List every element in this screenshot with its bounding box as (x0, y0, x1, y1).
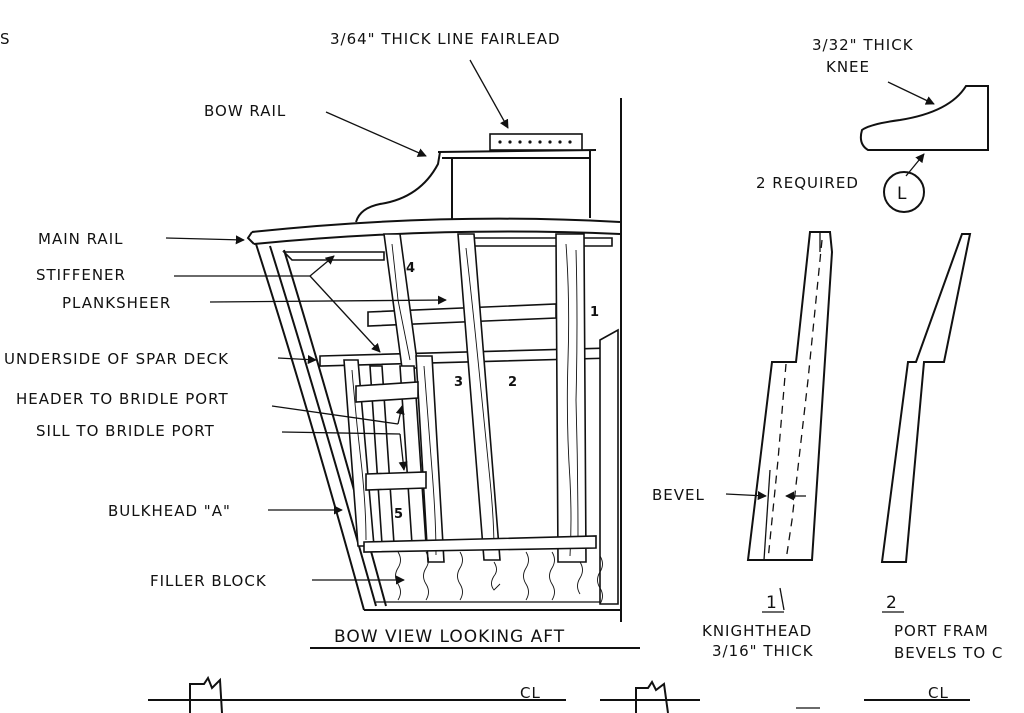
labels: S 3/64" THICK LINE FAIRLEAD BOW RAIL MAI… (0, 30, 1003, 702)
part1-thickness: 3/16" THICK (712, 642, 814, 660)
frame-3 (415, 355, 445, 563)
part1-number-underline-stub (779, 587, 785, 611)
part2-name: PORT FRAM (894, 622, 989, 640)
frame-number-5: 5 (394, 507, 403, 522)
frame-number-4: 4 (406, 261, 415, 276)
arrow-knee (887, 81, 935, 105)
arrow-spar-deck (277, 355, 317, 365)
main-rail-end (246, 231, 255, 245)
knighthead-dash-1 (785, 239, 823, 561)
label-two-required: 2 REQUIRED (756, 174, 859, 192)
frame-number-3: 3 (454, 375, 463, 390)
part1-number: 1 (766, 593, 778, 613)
label-filler-block: FILLER BLOCK (150, 572, 267, 590)
label-bow-rail: BOW RAIL (204, 102, 286, 120)
frame-2-grain (465, 247, 495, 551)
port-frame-outline (880, 233, 972, 563)
label-stiffener: STIFFENER (36, 266, 126, 284)
part2-note: BEVELS TO C (894, 644, 1003, 662)
part2-number: 2 (886, 593, 898, 613)
arrow-bevel-left (725, 491, 767, 501)
header-bridle-port (355, 381, 419, 403)
filler-blocks (395, 551, 603, 605)
label-header-bridle: HEADER TO BRIDLE PORT (16, 390, 229, 408)
arrow-bow-rail (325, 111, 427, 157)
bottom-post-right (635, 680, 669, 713)
label-bulkhead-a: BULKHEAD "A" (108, 502, 231, 520)
label-knee-line1: 3/32" THICK (812, 36, 914, 54)
label-spar-deck: UNDERSIDE OF SPAR DECK (4, 350, 229, 368)
callout-letter: L (897, 184, 907, 204)
knighthead-dash-2 (767, 363, 787, 561)
arrow-fairlead (469, 59, 509, 129)
label-sill-bridle: SILL TO BRIDLE PORT (36, 422, 215, 440)
stiffener-top-right (471, 237, 613, 247)
view-title: BOW VIEW LOOKING AFT (334, 627, 565, 647)
arrow-sill-line (281, 431, 401, 435)
arrow-stiffener-b (309, 275, 381, 353)
centerline-label-2: CL (928, 684, 949, 702)
main-rail-bottom (253, 230, 621, 245)
label-fairlead: 3/64" THICK LINE FAIRLEAD (330, 30, 561, 48)
bottom-partial (148, 675, 970, 713)
arrow-header (395, 405, 405, 425)
knee-shape (859, 85, 989, 151)
label-bevel: BEVEL (652, 486, 705, 504)
frame-number-1: 1 (590, 305, 599, 320)
knee-detail (859, 85, 989, 213)
main-rail-top (251, 217, 621, 233)
frame-number-2: 2 (508, 375, 517, 390)
frame-1 (555, 233, 587, 563)
arrow-stiffener-a (309, 255, 335, 277)
bow-view: 1 2 3 4 5 (246, 98, 640, 649)
centerline-label-1: CL (520, 684, 541, 702)
leader-arrows (165, 59, 935, 585)
arrow-planksheer (209, 295, 447, 305)
sill-bridle-port (365, 471, 427, 491)
label-planksheer: PLANKSHEER (62, 294, 171, 312)
fairlead-bar (489, 133, 583, 151)
knighthead-outline (746, 231, 834, 561)
callout-circle (883, 171, 925, 213)
side-panel (599, 328, 619, 605)
lower-base-strip (363, 535, 597, 553)
frame-5-grain (351, 369, 367, 541)
frame-3-grain (423, 365, 437, 556)
arrow-main-rail (165, 235, 245, 245)
corner-fragment: S (0, 30, 11, 48)
bottom-post-left (189, 675, 223, 713)
label-knee-line2: KNEE (826, 58, 870, 76)
frame-2-long (457, 233, 501, 561)
fairlead-holes (498, 140, 572, 144)
hull-outer-curve (255, 243, 365, 611)
frame-1-grain-a (565, 243, 572, 557)
frame-1-grain-b (575, 249, 579, 541)
arrow-sill (398, 433, 408, 471)
label-main-rail: MAIN RAIL (38, 230, 123, 248)
part1-name: KNIGHTHEAD (702, 622, 812, 640)
arrow-header-line (271, 405, 399, 425)
port-frame-detail (880, 233, 972, 563)
bow-rail-curve (355, 151, 441, 223)
knighthead-detail (746, 231, 834, 611)
knighthead-inner (763, 469, 771, 561)
